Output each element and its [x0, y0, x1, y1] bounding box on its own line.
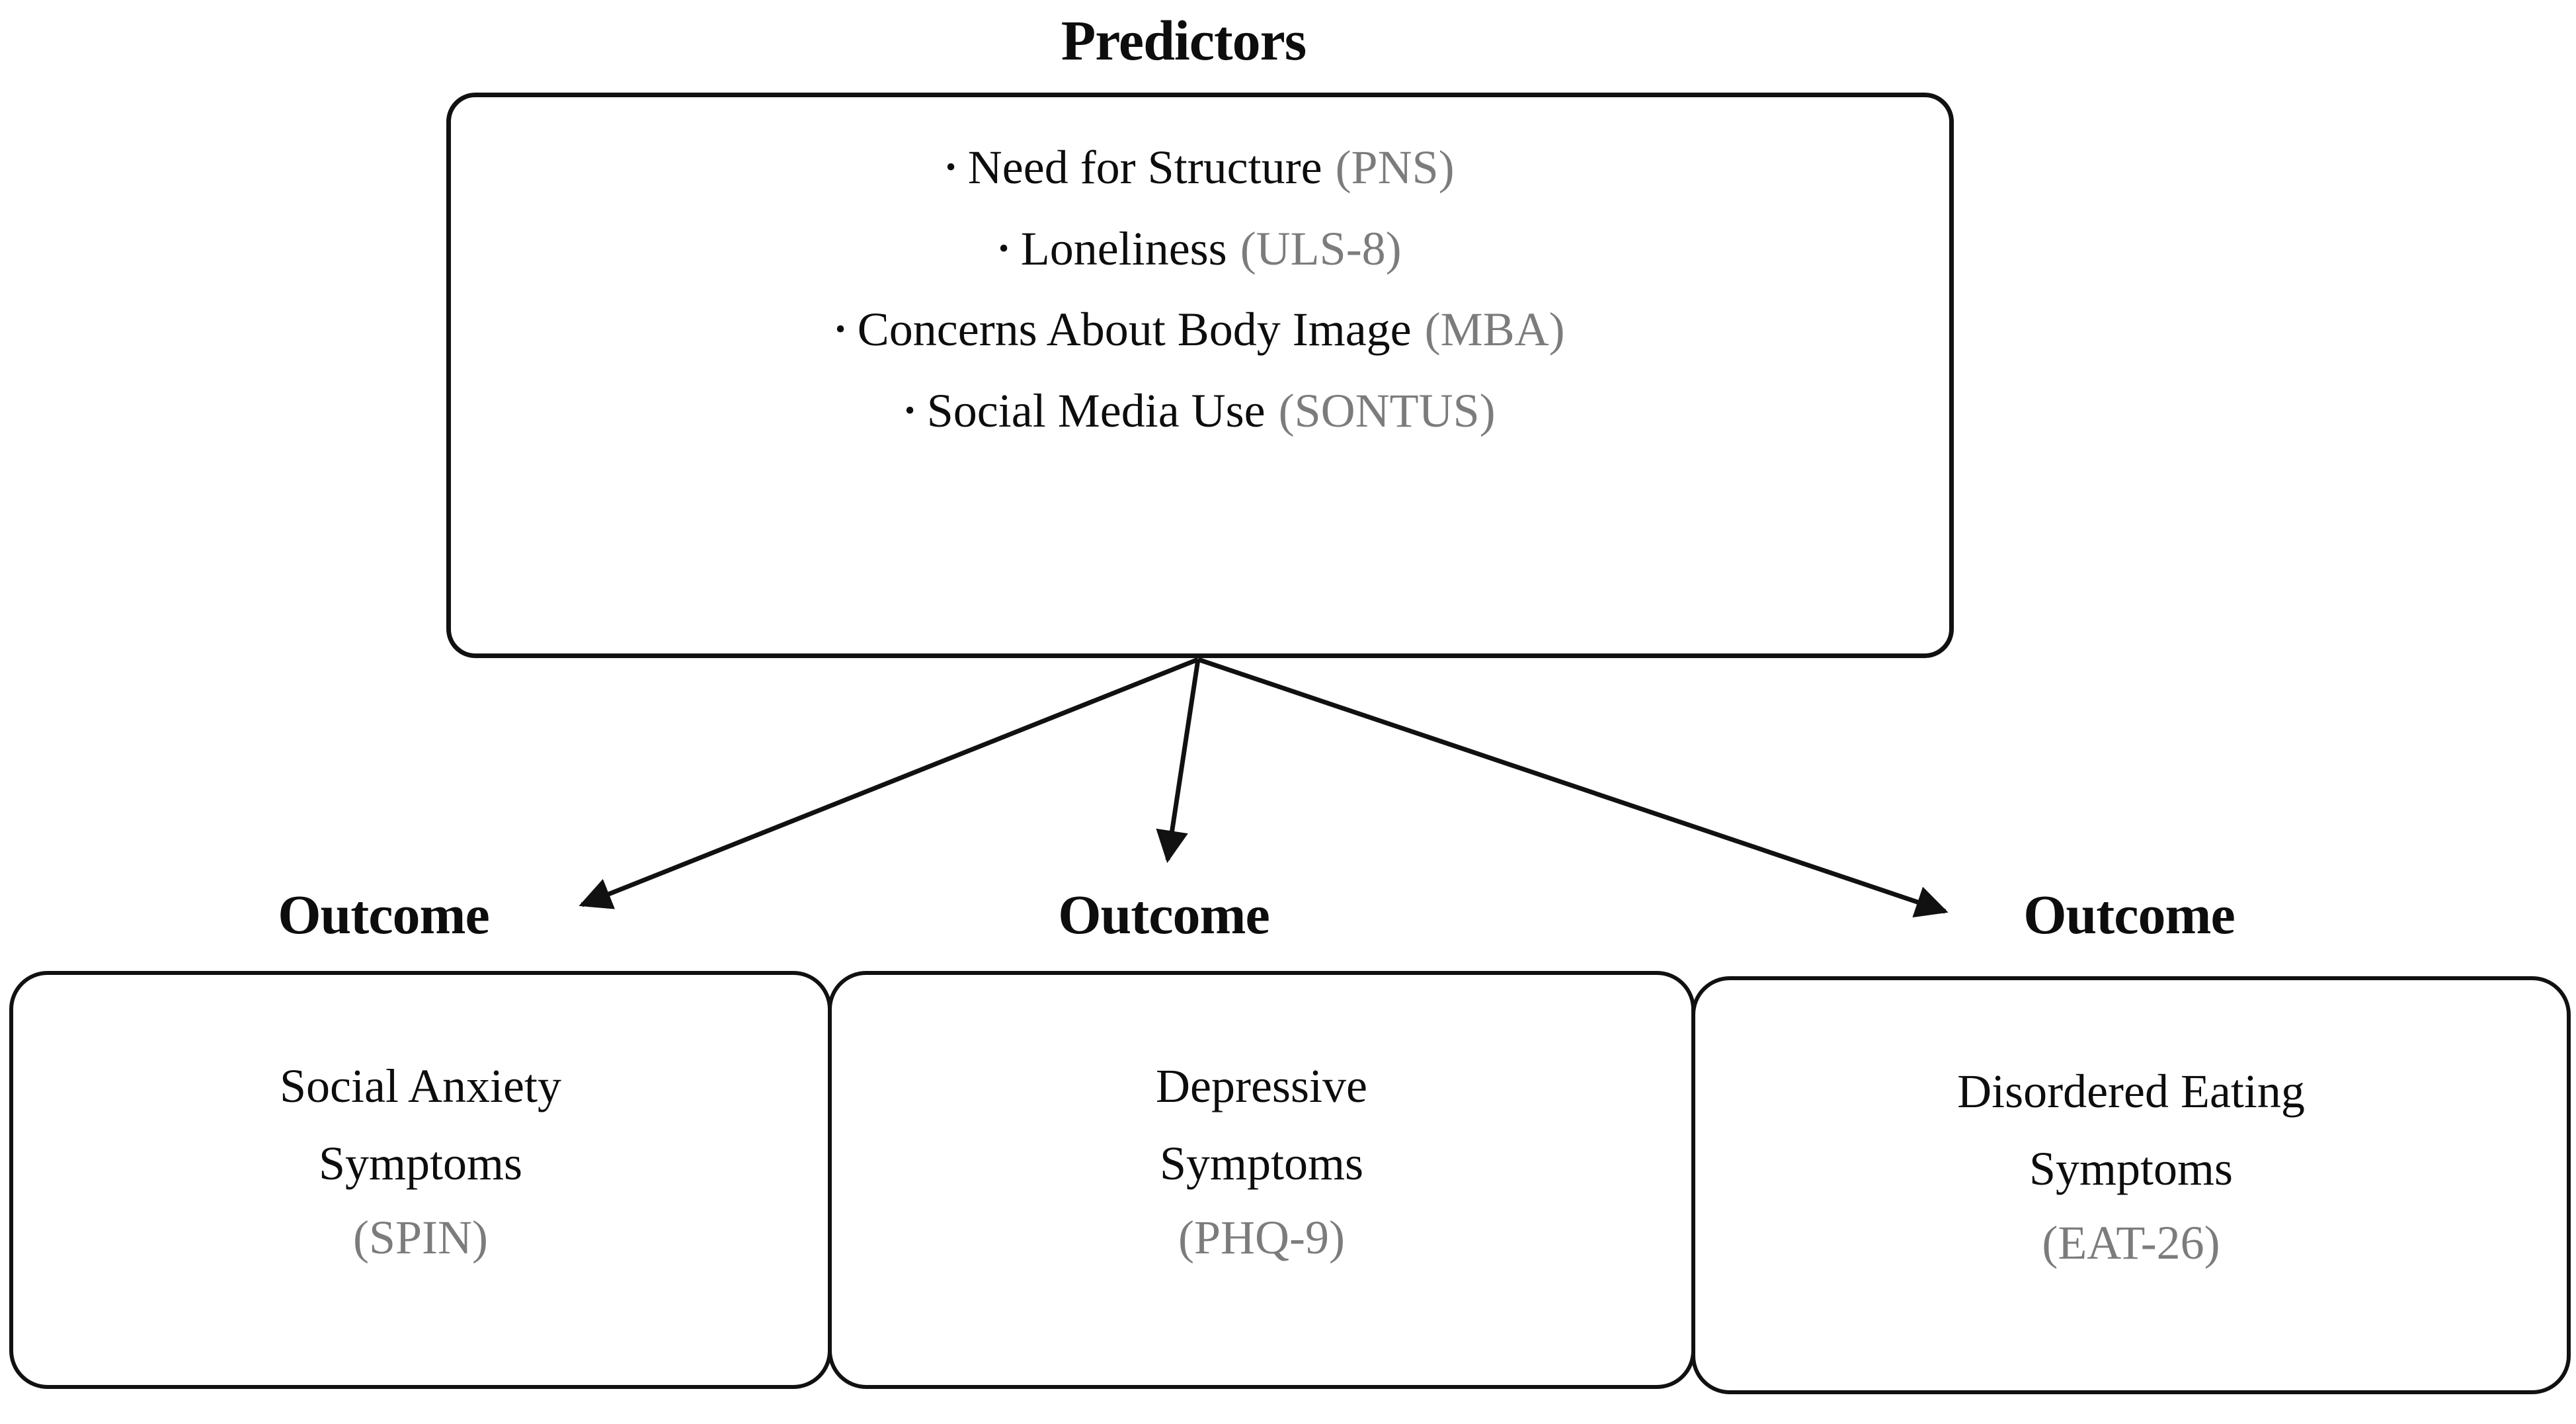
predictor-abbreviation: (PNS)	[1335, 141, 1455, 194]
outcome-box-depressive: Depressive Symptoms (PHQ-9)	[828, 971, 1695, 1389]
arrow-to-outcome-2	[1156, 659, 1201, 863]
outcome-text-block: Social Anxiety Symptoms (SPIN)	[280, 975, 561, 1273]
outcome-line-2: Symptoms	[318, 1136, 523, 1190]
predictor-label: Social Media Use	[926, 384, 1266, 437]
outcome-line-2: Symptoms	[2029, 1142, 2234, 1195]
predictors-box: • Need for Structure (PNS) • Loneliness …	[446, 93, 1954, 658]
predictor-label: Concerns About Body Image	[857, 303, 1412, 356]
predictor-abbreviation: (SONTUS)	[1278, 384, 1496, 437]
predictor-item-body-image: • Concerns About Body Image (MBA)	[835, 303, 1564, 356]
outcome-abbreviation: (PHQ-9)	[1178, 1211, 1345, 1265]
predictors-heading: Predictors	[1061, 9, 1307, 72]
outcome-abbreviation: (EAT-26)	[2042, 1216, 2220, 1270]
outcome-box-disordered-eating: Disordered Eating Symptoms (EAT-26)	[1691, 976, 2571, 1394]
predictor-abbreviation: (MBA)	[1424, 303, 1565, 356]
outcome-line-1: Social Anxiety	[280, 1060, 561, 1112]
outcome-text-block: Depressive Symptoms (PHQ-9)	[1156, 975, 1367, 1273]
predictor-list: • Need for Structure (PNS) • Loneliness …	[451, 141, 1949, 438]
arrow-to-outcome-3	[1197, 657, 1949, 918]
predictor-abbreviation: (ULS-8)	[1240, 222, 1402, 275]
outcome-line-2: Symptoms	[1159, 1136, 1364, 1190]
outcome-abbreviation: (SPIN)	[352, 1211, 488, 1265]
predictor-label: Loneliness	[1020, 222, 1227, 275]
outcome-heading-3: Outcome	[2023, 884, 2235, 946]
outcome-box-social-anxiety: Social Anxiety Symptoms (SPIN)	[9, 971, 832, 1389]
outcome-heading-2: Outcome	[1058, 884, 1270, 946]
predictor-label: Need for Structure	[967, 141, 1322, 194]
predictor-item-need-for-structure: • Need for Structure (PNS)	[946, 141, 1454, 194]
outcome-text-block: Disordered Eating Symptoms (EAT-26)	[1957, 980, 2305, 1278]
outcome-heading-1: Outcome	[278, 884, 490, 946]
bullet-icon: •	[835, 313, 846, 346]
predictor-item-social-media-use: • Social Media Use (SONTUS)	[905, 384, 1495, 438]
outcome-line-1: Disordered Eating	[1957, 1065, 2305, 1118]
arrow-to-outcome-1	[579, 657, 1199, 909]
bullet-icon: •	[905, 394, 915, 427]
predictor-item-loneliness: • Loneliness (ULS-8)	[998, 222, 1401, 276]
bullet-icon: •	[998, 231, 1009, 265]
bullet-icon: •	[946, 151, 956, 183]
outcome-line-1: Depressive	[1156, 1060, 1367, 1112]
